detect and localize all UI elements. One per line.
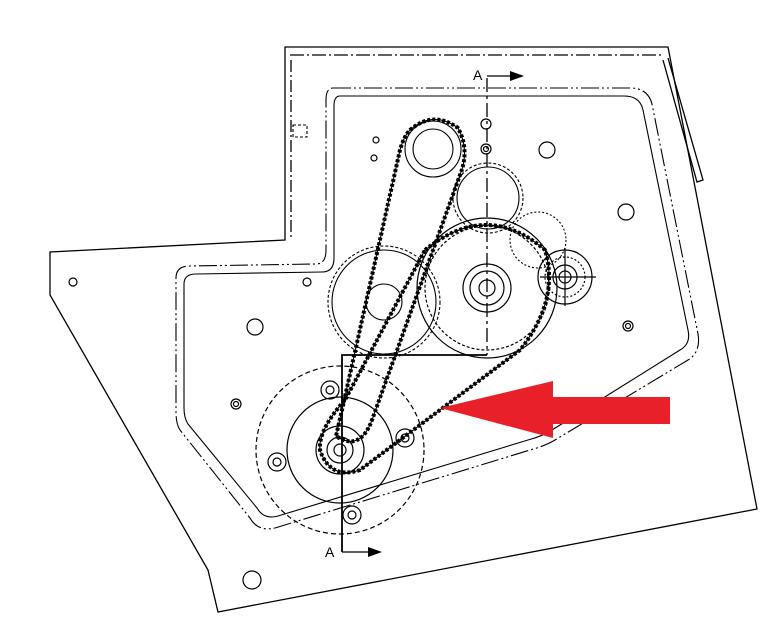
left-gear bbox=[327, 245, 441, 359]
section-arrow-icon bbox=[368, 547, 382, 557]
section-line bbox=[341, 75, 510, 553]
plate-outline bbox=[49, 46, 758, 613]
mounting-holes bbox=[68, 118, 635, 590]
chains bbox=[317, 117, 552, 475]
motor-assembly bbox=[255, 365, 425, 535]
pointer-arrow-icon bbox=[440, 381, 670, 438]
mid-gear bbox=[509, 211, 567, 269]
section-label-bottom: A bbox=[325, 544, 335, 560]
section-label-top: A bbox=[473, 67, 483, 83]
guard-outline bbox=[175, 87, 700, 530]
section-arrow-icon bbox=[510, 71, 524, 81]
upper-gear bbox=[452, 162, 524, 234]
